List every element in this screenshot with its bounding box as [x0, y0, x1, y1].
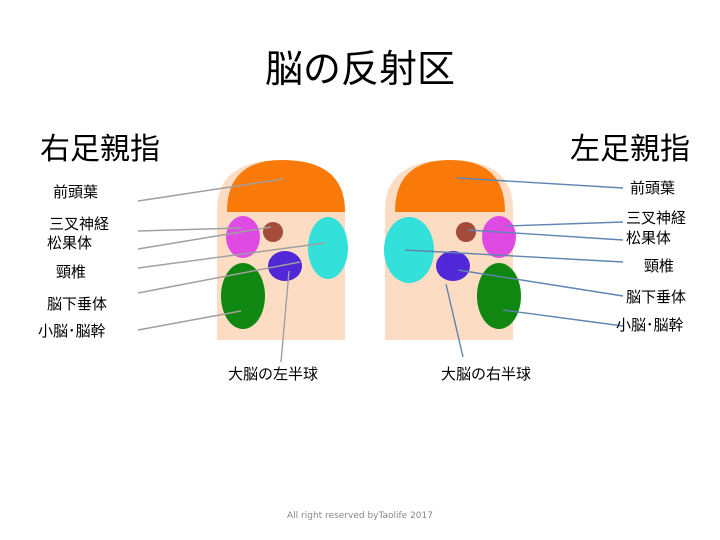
- right-leader-pineal: [467, 229, 624, 241]
- right-cerebellum-zone: [477, 263, 521, 329]
- page-title: 脳の反射区: [264, 47, 455, 91]
- left-label-cervical: 頸椎: [56, 263, 87, 281]
- left-trigeminal-zone: [226, 216, 260, 258]
- left-label-pituitary: 脳下垂体: [47, 295, 108, 313]
- left-label-hemisphere: 大脳の左半球: [228, 365, 319, 383]
- right-label-cervical: 頸椎: [644, 257, 675, 275]
- left-leader-pineal: [137, 226, 272, 250]
- left-pineal-zone: [263, 222, 283, 242]
- left-pituitary-zone: [268, 251, 302, 281]
- left-label-cerebellum: 小脳･脳幹: [38, 322, 106, 340]
- right-label-cerebellum: 小脳･脳幹: [616, 316, 684, 334]
- right-pineal-zone: [456, 222, 476, 242]
- left-label-frontal-lobe: 前頭葉: [53, 183, 99, 201]
- left-label-pineal: 松果体: [47, 234, 93, 252]
- left-cervical-zone: [308, 217, 348, 279]
- left-toe-heading: 右足親指: [40, 132, 160, 167]
- right-toe-heading: 左足親指: [570, 132, 690, 167]
- right-leader-frontal-lobe: [456, 177, 624, 189]
- right-label-hemisphere: 大脳の右半球: [441, 365, 532, 383]
- right-leader-trigeminal: [505, 221, 624, 227]
- right-leader-cerebellum: [502, 309, 624, 327]
- left-leader-frontal-lobe: [137, 178, 284, 202]
- right-label-pineal: 松果体: [626, 229, 672, 247]
- left-leader-pituitary: [137, 261, 301, 294]
- left-leader-cervical: [137, 242, 326, 269]
- left-leader-hemisphere: [280, 270, 290, 363]
- left-leader-cerebellum: [137, 310, 242, 331]
- right-leader-cervical: [404, 249, 624, 263]
- right-toe-group: [384, 160, 624, 358]
- right-trigeminal-zone: [482, 216, 516, 258]
- left-label-trigeminal: 三叉神経: [49, 215, 110, 233]
- right-frontal-lobe-zone: [395, 160, 505, 212]
- right-leader-hemisphere: [445, 283, 464, 358]
- right-label-pituitary: 脳下垂体: [626, 288, 687, 306]
- left-frontal-lobe-zone: [227, 160, 345, 212]
- right-pituitary-zone: [436, 251, 470, 281]
- left-toe-group: [137, 160, 348, 363]
- right-label-frontal-lobe: 前頭葉: [630, 179, 676, 197]
- left-leader-trigeminal: [137, 227, 242, 232]
- right-label-trigeminal: 三叉神経: [626, 209, 687, 227]
- right-leader-pituitary: [457, 269, 624, 297]
- copyright-footer: All right reserved byTaolife 2017: [287, 511, 433, 521]
